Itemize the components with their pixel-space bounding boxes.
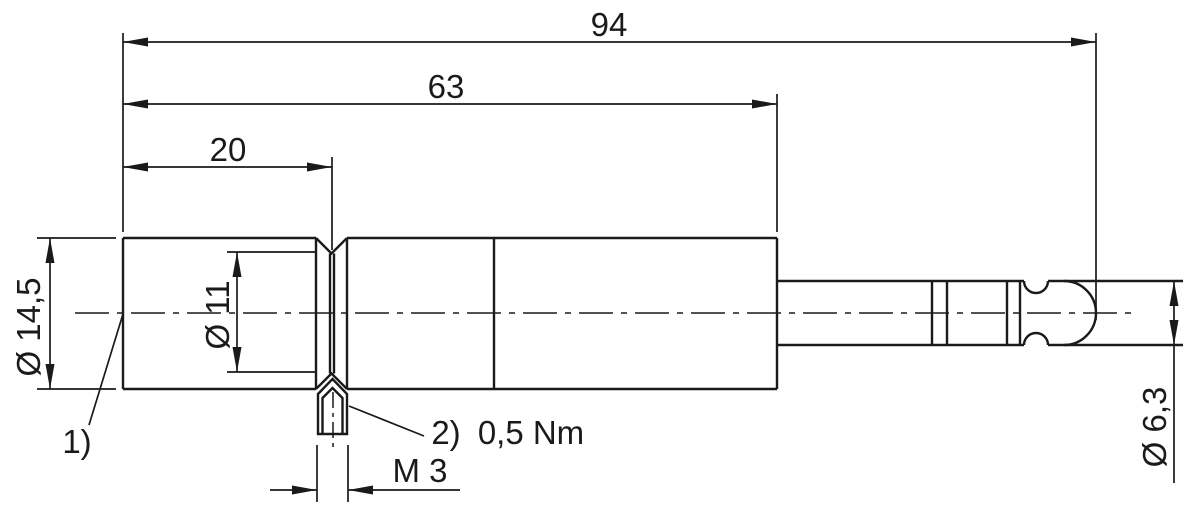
arrowhead-left [123, 37, 148, 47]
arrowhead-right [1071, 37, 1096, 47]
arrowhead-left [123, 162, 148, 172]
dimension-label-m3: M 3 [392, 452, 447, 489]
dimension-label-14-5: Ø 14,5 [10, 277, 47, 376]
arrowhead-right [348, 485, 373, 495]
dimension-groove-diameter: Ø 11 [199, 251, 317, 373]
arrowhead-left [292, 485, 317, 495]
arrowhead-right [307, 162, 332, 172]
set-screw-inner-line [321, 386, 344, 434]
dimension-head-length: 20 [123, 131, 333, 250]
dimension-label-6-3: Ø 6,3 [1136, 387, 1173, 468]
set-screw-outline [316, 377, 349, 436]
arrowhead-left [123, 99, 148, 109]
dimension-thread: M 3 [270, 445, 460, 502]
note-2: 2) 0,5 Nm [348, 405, 584, 451]
arrowhead-top [1169, 281, 1179, 306]
tip-neck-notch-bottom [1022, 331, 1050, 346]
dimension-body-length: 63 [123, 68, 778, 232]
arrowhead-bottom [232, 347, 242, 372]
dimension-label-11: Ø 11 [199, 280, 236, 349]
dimension-connector-diameter: Ø 6,3 [1136, 281, 1179, 483]
set-screw [316, 377, 349, 436]
leader-line-note-2 [348, 405, 425, 437]
dimension-label-63: 63 [428, 68, 465, 105]
dimension-label-94: 94 [591, 6, 628, 43]
note-1: 1) [62, 313, 124, 460]
arrowhead-top [45, 238, 55, 263]
centerlines [75, 312, 1135, 450]
groove-bottom-chamfer [315, 371, 348, 390]
groove-top-chamfer [315, 237, 348, 256]
dimension-overall-length: 94 [122, 6, 1097, 320]
arrowhead-top [232, 252, 242, 277]
arrowhead-bottom [1169, 320, 1179, 345]
dimension-label-20: 20 [210, 131, 247, 168]
torque-label: 0,5 Nm [478, 414, 584, 451]
dimension-head-diameter: Ø 14,5 [10, 237, 116, 390]
note-1-label: 1) [62, 423, 91, 460]
leader-line-note-1 [88, 313, 124, 426]
note-2-label: 2) [431, 414, 460, 451]
arrowhead-bottom [45, 364, 55, 389]
tip-neck-notch-top [1022, 280, 1050, 295]
arrowhead-right [752, 99, 777, 109]
